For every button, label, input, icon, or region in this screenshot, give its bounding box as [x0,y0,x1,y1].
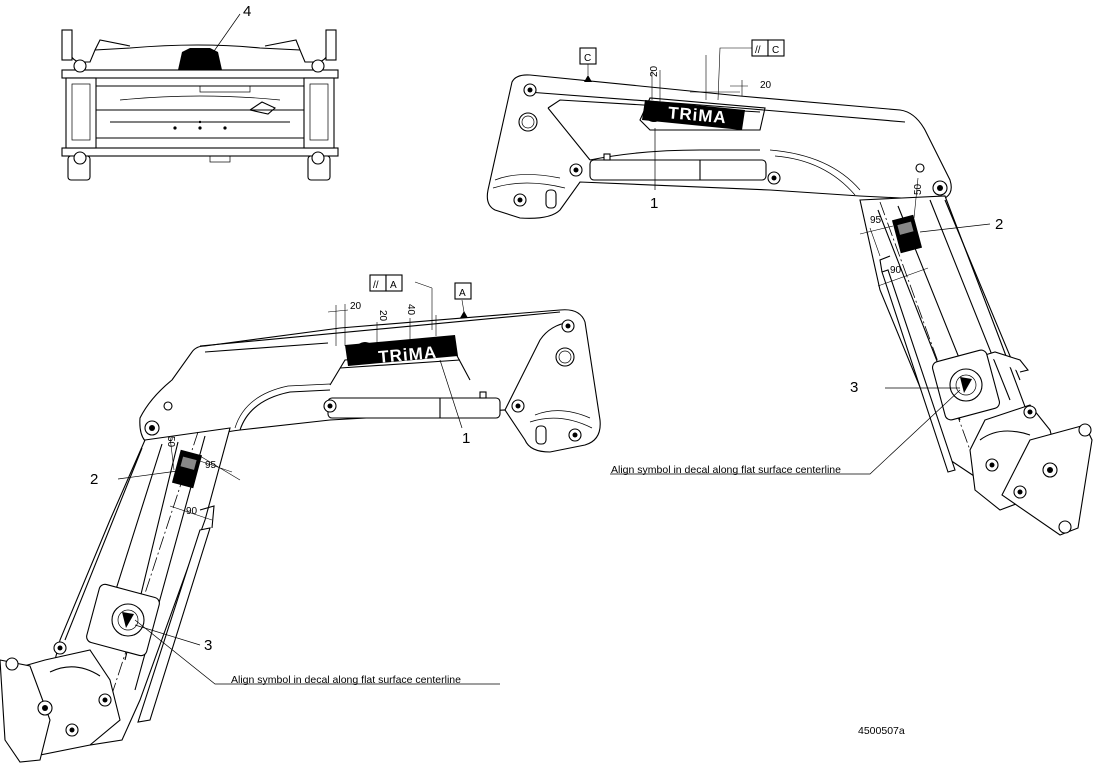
left-align-note: Align symbol in decal along flat surface… [231,674,461,686]
right-dim-90: 90 [890,265,902,276]
top-frame-view [61,13,339,181]
right-datum-c: C [584,53,591,64]
left-loader-arm: TRiMA [0,274,601,763]
right-parallel-ref: C [772,45,779,56]
left-dim-50: 50 [165,436,176,448]
left-parallel-symbol: // [373,280,379,291]
right-dim-50: 50 [913,183,924,195]
left-callout-2: 2 [90,471,98,488]
left-datum-a: A [459,288,466,299]
right-parallel-symbol: // [755,45,761,56]
left-parallel-ref: A [390,280,397,291]
right-dim-20b: 20 [760,80,772,91]
right-dim-95: 95 [870,215,882,226]
drawing-number: 4500507a [858,725,905,737]
left-dim-95: 95 [205,460,217,471]
left-callout-3: 3 [204,637,212,654]
callout-4: 4 [243,3,251,20]
right-align-note: Align symbol in decal along flat surface… [611,464,841,476]
left-dim-90: 90 [186,506,198,517]
right-callout-3: 3 [850,379,858,396]
left-dim-20b: 20 [377,310,388,322]
left-dim-20a: 20 [350,301,362,312]
right-dim-20a: 20 [649,65,660,77]
left-callout-1: 1 [462,430,470,447]
right-loader-arm: TRiMA [486,39,1093,536]
right-callout-1: 1 [650,195,658,212]
right-callout-2: 2 [995,216,1003,233]
left-dim-40: 40 [405,304,416,316]
